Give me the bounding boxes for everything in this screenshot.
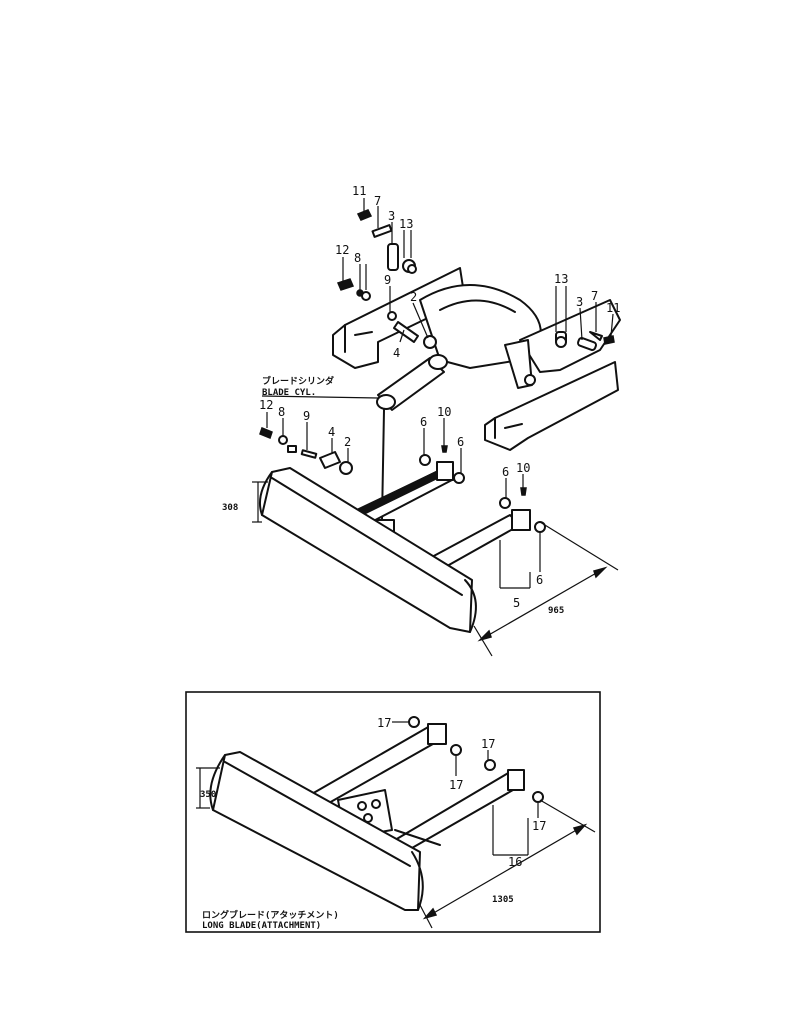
callout-6: 6 [457, 435, 464, 449]
upper-leader-lines [261, 198, 614, 589]
callout-9: 9 [384, 273, 391, 287]
long-blade-caption-en: LONG BLADE(ATTACHMENT) [202, 921, 321, 931]
callout-6: 6 [420, 415, 427, 429]
callout-8: 8 [278, 405, 285, 419]
callout-13: 13 [554, 272, 568, 286]
lower-callouts: 17 17 17 17 16 [377, 716, 546, 869]
long-blade [209, 716, 544, 911]
callout-5: 5 [513, 596, 520, 610]
callout-3: 3 [576, 295, 583, 309]
callout-10: 10 [516, 461, 530, 475]
callout-6: 6 [536, 573, 543, 587]
callout-7: 7 [591, 289, 598, 303]
callout-9: 9 [303, 409, 310, 423]
upper-small-parts [259, 209, 615, 533]
callout-2: 2 [344, 435, 351, 449]
callout-4: 4 [393, 346, 400, 360]
lower-leader-lines [196, 721, 596, 929]
callout-6: 6 [502, 465, 509, 479]
callout-12: 12 [259, 398, 273, 412]
callout-2: 2 [410, 290, 417, 304]
callout-17: 17 [449, 778, 463, 792]
callout-4: 4 [328, 425, 335, 439]
upper-blade [259, 461, 531, 633]
blade-cylinder-label-en: BLADE CYL. [262, 388, 316, 398]
callout-10: 10 [437, 405, 451, 419]
callout-17: 17 [532, 819, 546, 833]
callout-16: 16 [508, 855, 522, 869]
blade-cylinder-label-jp: ブレードシリンダ [262, 375, 334, 387]
callout-11: 11 [352, 184, 366, 198]
callout-17: 17 [377, 716, 391, 730]
long-blade-caption-jp: ロングブレード(アタッチメント) [202, 909, 339, 921]
callout-8: 8 [354, 251, 361, 265]
callout-17: 17 [481, 737, 495, 751]
callout-3: 3 [388, 209, 395, 223]
dimension-width: 965 [548, 606, 564, 616]
long-blade-frame-box [185, 691, 601, 933]
dimension-height: 308 [222, 503, 238, 513]
callout-12: 12 [335, 243, 349, 257]
long-blade-dimension-height: 350 [200, 790, 216, 800]
upper-dimensions [252, 481, 619, 657]
callout-13: 13 [399, 217, 413, 231]
callout-7: 7 [374, 194, 381, 208]
upper-callouts: 11 7 3 13 12 8 9 2 4 13 3 7 11 12 8 9 4 … [259, 184, 620, 610]
blade-cylinder [376, 339, 536, 521]
callout-11: 11 [606, 301, 620, 315]
long-blade-dimension-width: 1305 [492, 895, 514, 905]
